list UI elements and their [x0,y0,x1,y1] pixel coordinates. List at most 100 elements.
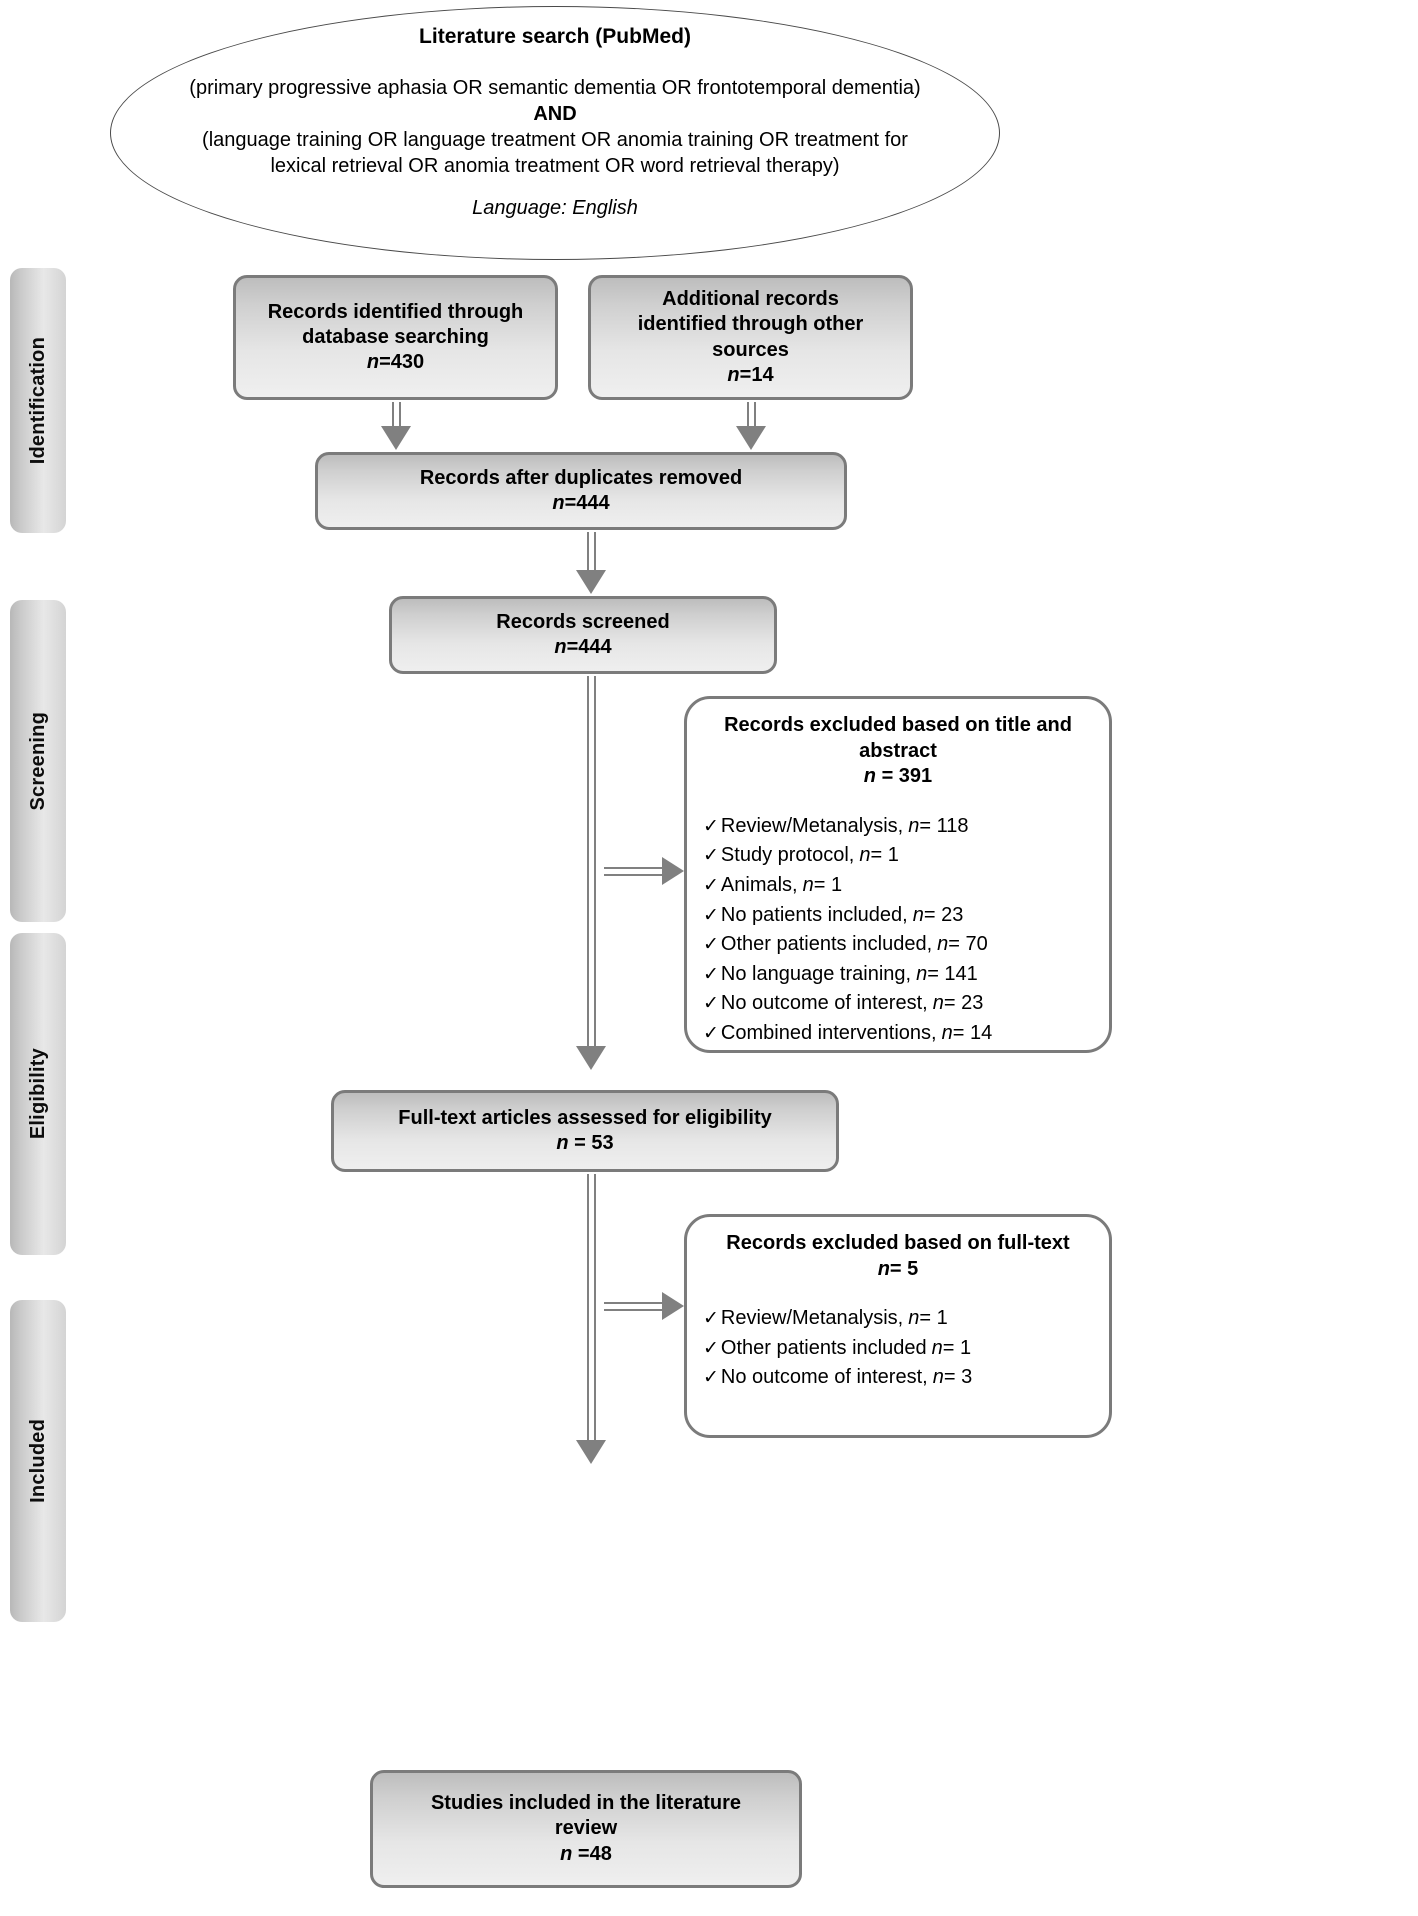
reason-label: Study protocol, [720,844,855,867]
reason-n-value: = 3 [943,1366,973,1389]
box-fulltext-articles-assessed: Full-text articles assessed for eligibil… [331,1090,839,1172]
list-item: ✓ No outcome of interest, n= 3 [703,1363,1093,1393]
box-records-excluded-fulltext: Records excluded based on full-text n= 5… [684,1214,1112,1438]
after-duplicates-count: n=444 [552,491,609,516]
reason-label: No outcome of interest, [720,992,928,1015]
reason-label: No language training, [720,962,912,985]
reason-n-value: = 1 [870,844,899,867]
screened-count: n=444 [554,635,611,660]
excluded-fulltext-reason-list: ✓ Review/Metanalysis, n= 1 ✓ Other patie… [703,1304,1093,1393]
reason-n-value: = 1 [919,1307,948,1330]
reason-n-symbol: n [937,933,949,956]
box-records-screened: Records screened n=444 [389,596,777,674]
literature-search-ellipse: Literature search (PubMed) (primary prog… [110,6,1000,260]
reason-n-value: = 118 [919,814,969,837]
list-item: ✓ Combined interventions, n= 14 [703,1019,1093,1049]
list-item: ✓ No language training, n= 141 [703,960,1093,990]
fulltext-assessed-line-1: Full-text articles assessed for eligibil… [398,1106,772,1129]
stage-label-screening: Screening [26,711,49,811]
fulltext-assessed-n-value: = 53 [568,1132,614,1154]
excluded-title-abstract-n-symbol: n [863,765,877,788]
reason-label: Other patients included, [720,933,933,956]
search-query-operator: AND [533,103,577,125]
stage-pill-eligibility: Eligibility [10,933,66,1255]
screened-n-symbol: n [554,636,567,658]
other-sources-n-symbol: n [727,363,740,386]
excluded-title-abstract-line-1: Records excluded based on title and [724,714,1072,736]
fulltext-assessed-n-symbol: n [556,1132,569,1154]
reason-n-symbol: n [916,962,928,985]
after-duplicates-line-1: Records after duplicates removed [419,466,743,489]
box-records-database-searching: Records identified through database sear… [233,275,558,400]
arrow-head [736,426,766,450]
stage-label-identification: Identification [26,336,49,465]
stage-label-eligibility: Eligibility [26,1048,49,1140]
arrow-db-search-to-duplicates [381,402,411,450]
check-icon: ✓ [703,815,719,837]
stage-label-included: Included [26,1419,49,1503]
fulltext-assessed-count: n = 53 [556,1131,613,1156]
arrow-stem [586,532,596,571]
reason-n-symbol: n [859,844,871,867]
list-item: ✓ Study protocol, n= 1 [703,841,1093,871]
reason-label: Review/Metanalysis, [720,1307,904,1330]
reason-n-value: = 70 [948,933,988,956]
box-records-excluded-title-abstract: Records excluded based on title and abst… [684,696,1112,1053]
arrow-stem [746,402,756,427]
db-search-line-2: database searching [302,325,489,348]
stage-pill-identification: Identification [10,268,66,533]
included-line-1: Studies included in the literature [430,1792,742,1815]
reason-label: Animals, [720,873,798,896]
search-query-line-1: (primary progressive aphasia OR semantic… [189,77,921,99]
reason-n-symbol: n [912,903,924,926]
other-sources-line-2: identified through other [637,313,864,336]
included-line-2: review [554,1817,618,1840]
excluded-title-abstract-count: n = 391 [703,764,1093,790]
arrow-other-sources-to-duplicates [736,402,766,450]
reason-label: No patients included, [720,903,908,926]
arrow-stem [586,1174,596,1441]
box-studies-included: Studies included in the literature revie… [370,1770,802,1888]
literature-search-title: Literature search (PubMed) [419,25,691,48]
arrow-head [576,570,606,594]
reason-n-value: = 14 [952,1021,993,1044]
screened-line-1: Records screened [496,610,670,633]
excluded-fulltext-heading: Records excluded based on full-text n= 5 [703,1231,1093,1282]
list-item: ✓ No patients included, n= 23 [703,901,1093,931]
reason-n-symbol: n [908,814,920,837]
db-search-n-value: =430 [379,351,425,374]
check-icon: ✓ [703,1022,719,1044]
arrow-to-excluded-title-abstract [604,857,684,885]
stage-pill-included: Included [10,1300,66,1622]
arrow-head [576,1046,606,1070]
arrow-stem [604,866,663,876]
reason-n-value: = 23 [943,992,984,1015]
stage-pill-screening: Screening [10,600,66,922]
check-icon: ✓ [703,1367,719,1389]
reason-label: Combined interventions, [720,1021,937,1044]
arrow-head [662,857,684,885]
check-icon: ✓ [703,1337,719,1359]
other-sources-line-1: Additional records [662,288,839,311]
reason-n-value: = 141 [927,962,978,985]
excluded-fulltext-n-symbol: n [877,1257,890,1280]
screened-n-value: =444 [566,636,612,658]
other-sources-count: n=14 [727,363,773,388]
arrow-stem [586,676,596,1047]
arrow-fulltext-to-included [576,1174,606,1464]
included-count: n =48 [560,1842,612,1867]
reason-n-symbol: n [932,992,944,1015]
list-item: ✓ Other patients included n= 1 [703,1334,1093,1364]
list-item: ✓ Review/Metanalysis, n= 118 [703,812,1093,842]
box-records-after-duplicates-removed: Records after duplicates removed n=444 [315,452,847,530]
list-item: ✓ Review/Metanalysis, n= 1 [703,1304,1093,1334]
reason-n-value: = 1 [942,1336,972,1359]
db-search-count: n=430 [367,350,424,375]
reason-n-symbol: n [932,1366,944,1389]
included-n-value: =48 [572,1842,612,1865]
db-search-n-symbol: n [366,351,380,374]
list-item: ✓ Other patients included, n= 70 [703,930,1093,960]
arrow-stem [604,1301,663,1311]
arrow-duplicates-to-screened [576,532,606,594]
